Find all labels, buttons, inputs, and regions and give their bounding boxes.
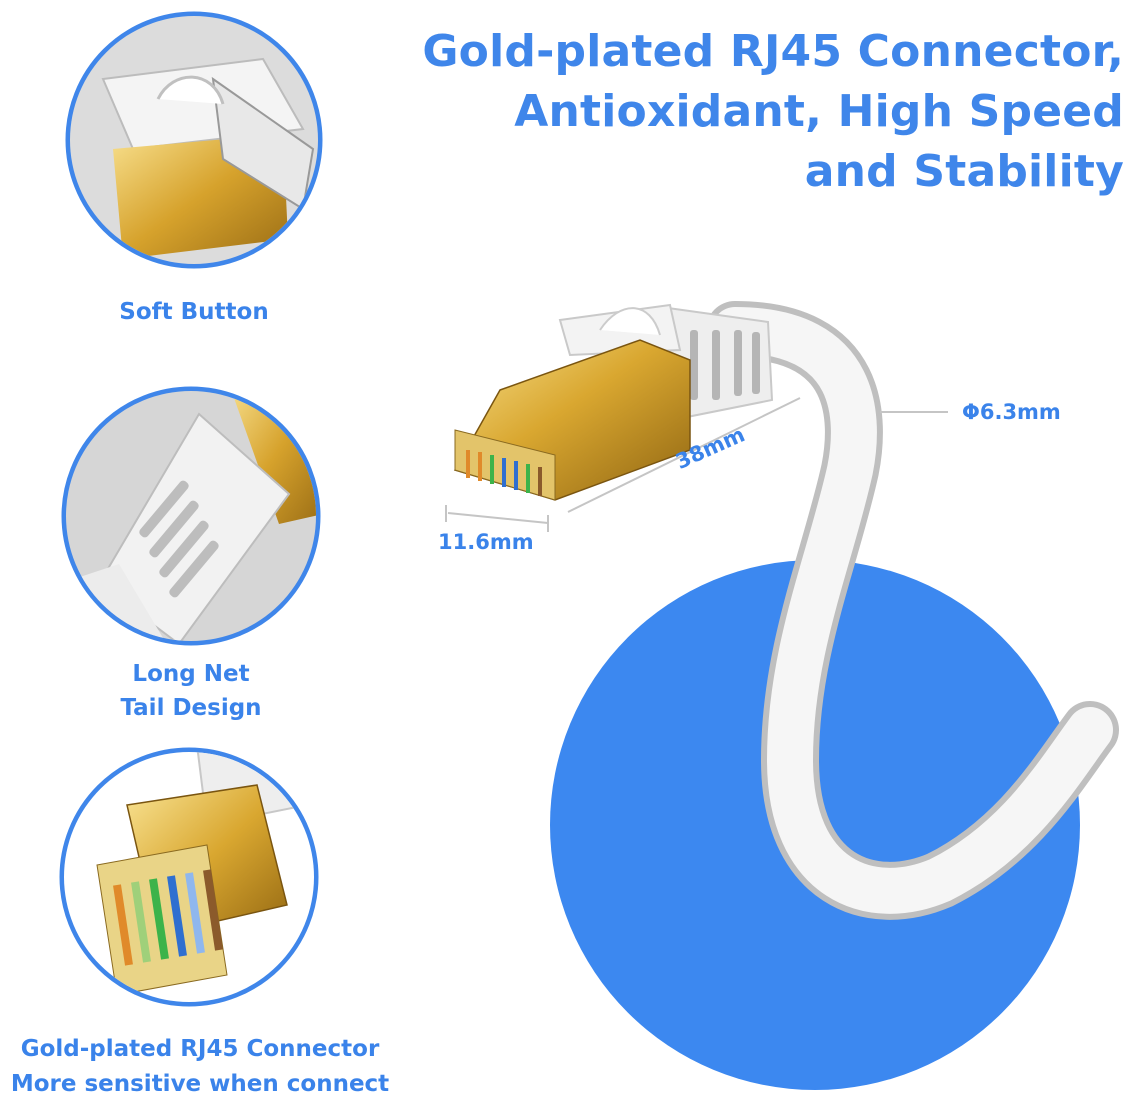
connector-boot	[558, 303, 774, 422]
feature-long-tail-image	[61, 386, 321, 646]
headline-line-2: Antioxidant, High Speed	[514, 86, 1124, 137]
feature-soft-button-caption: Soft Button	[63, 295, 325, 329]
feature-gold-connector-caption-line-1: Gold-plated RJ45 Connector	[20, 1036, 380, 1062]
headline-line-1: Gold-plated RJ45 Connector,	[422, 26, 1124, 77]
feature-long-tail-caption-line-2: Tail Design	[120, 695, 262, 721]
feature-gold-connector-caption-line-2: More sensitive when connect	[10, 1071, 390, 1097]
dimension-width-label: 11.6mm	[438, 530, 534, 554]
gold-plug	[453, 339, 691, 501]
feature-gold-connector-caption: Gold-plated RJ45 Connector More sensitiv…	[0, 1032, 400, 1102]
headline: Gold-plated RJ45 Connector, Antioxidant,…	[364, 22, 1124, 202]
dimension-diameter-label: Φ6.3mm	[962, 400, 1061, 424]
feature-long-tail-caption: Long Net Tail Design	[59, 657, 323, 725]
headline-line-3: and Stability	[804, 146, 1124, 197]
dimension-lines	[445, 397, 948, 532]
feature-soft-button-image	[65, 11, 323, 269]
feature-soft-button-caption-line: Soft Button	[119, 299, 269, 325]
feature-long-tail-caption-line-1: Long Net	[132, 661, 250, 687]
feature-gold-connector-image	[59, 747, 319, 1007]
